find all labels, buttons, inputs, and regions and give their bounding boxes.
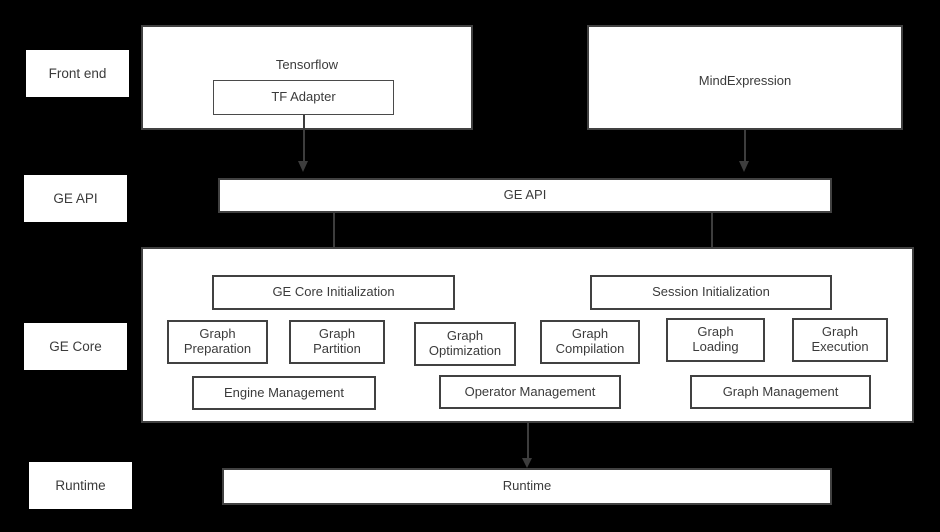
connector-ge-api-to-session-init — [711, 213, 713, 265]
tf-adapter-node[interactable]: TF Adapter — [213, 80, 394, 115]
rail-label-ge-api: GE API — [24, 175, 127, 222]
engine-management-node[interactable]: Engine Management — [192, 376, 376, 410]
ge-api-bar[interactable]: GE API — [218, 178, 832, 213]
graph-optimization-node[interactable]: Graph Optimization — [414, 322, 516, 366]
graph-compilation-node[interactable]: Graph Compilation — [540, 320, 640, 364]
graph-execution-node[interactable]: Graph Execution — [792, 318, 888, 362]
tensorflow-panel-title: Tensorflow — [275, 57, 339, 72]
graph-partition-node[interactable]: Graph Partition — [289, 320, 385, 364]
connector-ge-core-to-runtime — [527, 423, 529, 461]
rail-label-ge-core: GE Core — [24, 323, 127, 370]
graph-loading-node[interactable]: Graph Loading — [666, 318, 765, 362]
session-initialization-node[interactable]: Session Initialization — [590, 275, 832, 310]
connector-tf-adapter-to-ge-api — [303, 115, 305, 163]
operator-management-node[interactable]: Operator Management — [439, 375, 621, 409]
runtime-bar[interactable]: Runtime — [222, 468, 832, 505]
arrowhead-tf-adapter-to-ge-api — [298, 161, 308, 172]
arrowhead-ge-core-to-runtime — [522, 458, 532, 468]
ge-core-initialization-node[interactable]: GE Core Initialization — [212, 275, 455, 310]
graph-preparation-node[interactable]: Graph Preparation — [167, 320, 268, 364]
connector-ge-api-to-core-init — [333, 213, 335, 265]
connector-mindexpression-to-ge-api — [744, 130, 746, 163]
arrowhead-mindexpression-to-ge-api — [739, 161, 749, 172]
rail-label-front-end: Front end — [26, 50, 129, 97]
graph-management-node[interactable]: Graph Management — [690, 375, 871, 409]
rail-label-runtime: Runtime — [29, 462, 132, 509]
mindexpression-panel-title: MindExpression — [698, 73, 792, 88]
mindexpression-panel: MindExpression — [587, 25, 903, 130]
